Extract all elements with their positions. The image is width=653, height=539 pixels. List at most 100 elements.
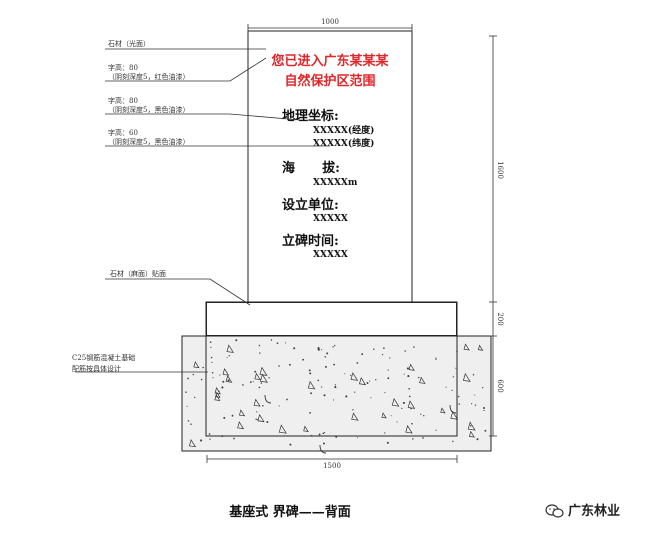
concrete-speck xyxy=(200,439,203,442)
concrete-speck xyxy=(286,398,288,401)
concrete-speck xyxy=(435,429,437,431)
concrete-aggregate xyxy=(259,366,268,376)
concrete-speck xyxy=(386,441,389,444)
concrete-aggregate xyxy=(238,409,246,417)
concrete-speck xyxy=(254,370,257,373)
concrete-speck xyxy=(474,394,476,396)
concrete-aggregate xyxy=(463,343,470,351)
sign-red-line1: 您已进入广东某某某 xyxy=(271,53,389,69)
concrete-speck xyxy=(284,342,287,344)
concrete-speck xyxy=(452,376,455,378)
concrete-speck xyxy=(187,420,190,422)
concrete-aggregate xyxy=(350,372,359,381)
concrete-speck xyxy=(412,438,414,440)
dimension-lines xyxy=(206,24,497,463)
dim-top-width: 1000 xyxy=(321,18,339,26)
concrete-speck xyxy=(389,357,391,359)
concrete-speck xyxy=(356,362,359,364)
dim-found-height: 600 xyxy=(496,379,504,392)
sign-slab xyxy=(247,30,413,303)
concrete-speck xyxy=(309,372,312,375)
concrete-aggregate xyxy=(215,391,221,398)
concrete-speck xyxy=(252,381,254,383)
sign-unit-label: 设立单位: xyxy=(282,197,339,213)
concrete-speck xyxy=(256,411,258,413)
concrete-speck xyxy=(211,361,213,364)
concrete-aggregate xyxy=(440,407,446,414)
note-font3-a: 字高：60 xyxy=(108,128,138,137)
concrete-speck xyxy=(322,432,325,435)
concrete-speck xyxy=(186,405,188,407)
concrete-speck xyxy=(471,403,473,405)
concrete-speck xyxy=(259,352,261,354)
concrete-speck xyxy=(417,376,420,379)
concrete-speck xyxy=(194,396,196,399)
concrete-speck xyxy=(472,374,475,376)
concrete-aggregate xyxy=(477,344,484,351)
concrete-speck xyxy=(435,358,437,360)
concrete-speck xyxy=(202,366,204,369)
concrete-aggregate xyxy=(303,425,309,432)
figure-caption: 基座式 界碑——背面 xyxy=(228,504,351,520)
concrete-speck xyxy=(482,387,484,389)
concrete-speck xyxy=(249,381,252,384)
concrete-speck xyxy=(423,415,425,417)
concrete-speck xyxy=(242,384,244,386)
watermark-text: 广东林业 xyxy=(568,503,620,519)
concrete-speck xyxy=(361,353,364,356)
sign-alt-value: XXXXXm xyxy=(313,178,358,188)
concrete-speck xyxy=(413,346,415,348)
concrete-speck xyxy=(369,380,371,382)
sign-lat: XXXXX(纬度) xyxy=(313,137,374,149)
sign-geo-label: 地理坐标: xyxy=(282,108,339,124)
concrete-aggregate xyxy=(254,372,261,381)
note-concrete-a: C25钢筋混凝土基础 xyxy=(72,353,135,362)
sign-alt-label: 海 拔: xyxy=(282,160,340,176)
concrete-speck xyxy=(483,407,485,409)
concrete-speck xyxy=(321,349,323,351)
concrete-aggregate xyxy=(359,376,367,386)
concrete-speck xyxy=(289,443,292,446)
concrete-speck xyxy=(451,389,453,392)
concrete-aggregate xyxy=(257,413,265,423)
concrete-speck xyxy=(192,373,195,376)
note-stone-face: 石材（光面） xyxy=(108,39,150,48)
concrete-speck xyxy=(324,432,326,434)
concrete-aggregate xyxy=(405,425,413,434)
rebar-hook xyxy=(449,404,457,414)
concrete-speck xyxy=(384,392,386,394)
concrete-speck xyxy=(226,357,228,359)
concrete-speck xyxy=(278,405,280,407)
concrete-speck xyxy=(404,350,406,352)
concrete-speck xyxy=(200,378,203,381)
concrete-speck xyxy=(302,358,304,361)
concrete-speck xyxy=(219,374,221,376)
concrete-speck xyxy=(334,384,337,386)
concrete-speck xyxy=(212,377,214,379)
concrete-aggregate xyxy=(408,363,415,371)
concrete-speck xyxy=(332,346,334,348)
concrete-speck xyxy=(403,373,405,375)
sign-time-label: 立碑时间: xyxy=(282,233,339,249)
note-font1-a: 字高：80 xyxy=(108,63,138,72)
concrete-speck xyxy=(309,412,311,414)
sign-red-line2: 自然保护区范围 xyxy=(284,73,375,89)
concrete-speck xyxy=(260,382,263,384)
concrete-speck xyxy=(345,395,348,398)
concrete-speck xyxy=(222,380,225,383)
concrete-speck xyxy=(278,365,280,367)
concrete-speck xyxy=(455,367,457,369)
dim-bottom-width: 1500 xyxy=(323,462,341,470)
concrete-aggregate xyxy=(307,380,316,390)
wechat-icon xyxy=(545,504,564,518)
concrete-speck xyxy=(333,399,335,401)
concrete-speck xyxy=(318,433,321,436)
concrete-aggregate xyxy=(225,375,233,383)
concrete-speck xyxy=(406,367,409,370)
concrete-aggregate xyxy=(260,373,268,383)
concrete-speck xyxy=(396,421,398,423)
concrete-speck xyxy=(293,347,296,350)
note-concrete-b: 配筋按具体设计 xyxy=(72,364,121,373)
concrete-speck xyxy=(402,401,405,404)
concrete-speck xyxy=(370,397,372,399)
